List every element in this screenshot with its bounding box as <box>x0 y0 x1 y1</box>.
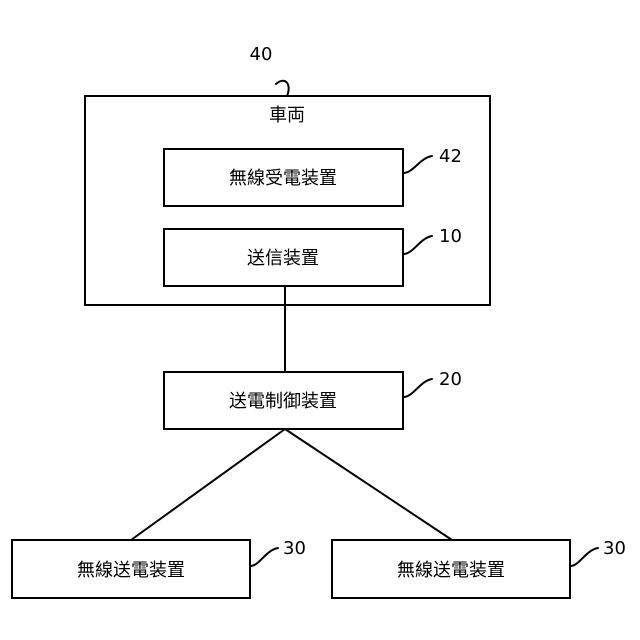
power-controller-ref-leader <box>404 379 432 397</box>
vehicle-ref-number: 40 <box>250 44 273 65</box>
transmitter-label: 送信装置 <box>247 248 319 269</box>
wireless-transmitter-label-right: 無線送電装置 <box>397 560 505 581</box>
vehicle-ref-leader <box>276 81 289 96</box>
wireless-receiver-label: 無線受電装置 <box>229 168 337 189</box>
wireless-receiver-ref-number: 42 <box>439 146 462 167</box>
connector-controller-to-right-transmitter <box>285 429 452 540</box>
power-controller-label: 送電制御装置 <box>229 391 337 412</box>
wireless-transmitter-ref-leader-right <box>571 548 598 566</box>
wireless-transmitter-ref-leader-left <box>251 548 278 566</box>
vehicle-title: 車両 <box>269 105 305 126</box>
transmitter-ref-number: 10 <box>439 226 462 247</box>
wireless-transmitter-ref-number-left: 30 <box>283 538 306 559</box>
wireless-transmitter-ref-number-right: 30 <box>603 538 626 559</box>
connector-controller-to-left-transmitter <box>131 429 285 540</box>
power-controller-ref-number: 20 <box>439 369 462 390</box>
wireless-transmitter-label-left: 無線送電装置 <box>77 560 185 581</box>
